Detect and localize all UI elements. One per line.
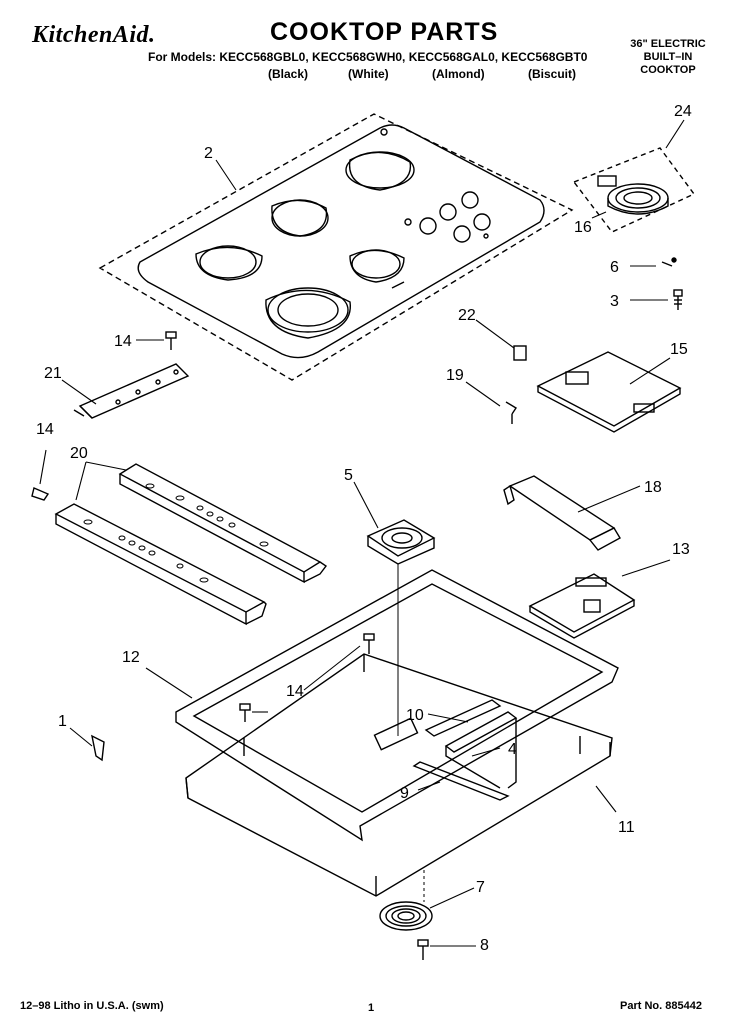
callout-14-left: 14 bbox=[36, 421, 54, 438]
screw-part-3 bbox=[673, 289, 683, 310]
callout-8: 8 bbox=[480, 937, 489, 954]
product-type-line-2: BUILT–IN bbox=[643, 51, 693, 63]
clip-part bbox=[661, 261, 673, 267]
color-almond: (Almond) bbox=[432, 67, 485, 81]
bracket-part-21 bbox=[73, 363, 190, 419]
spacer-part bbox=[513, 345, 527, 361]
callout-4: 4 bbox=[508, 741, 517, 758]
callout-22: 22 bbox=[458, 307, 476, 324]
callout-1: 1 bbox=[58, 713, 67, 730]
callout-12: 12 bbox=[122, 649, 140, 666]
screw-part-19 bbox=[505, 401, 517, 424]
callout-19: 19 bbox=[446, 367, 464, 384]
screw-part-14-left bbox=[31, 487, 50, 501]
footer-litho: 12–98 Litho in U.S.A. (swm) bbox=[20, 1000, 164, 1012]
product-type-line-3: COOKTOP bbox=[640, 64, 696, 76]
callout-3: 3 bbox=[610, 293, 619, 310]
product-type-line-1: 36" ELECTRIC bbox=[630, 38, 706, 50]
fan-part bbox=[366, 519, 436, 736]
surface-element-part bbox=[572, 147, 696, 233]
models-line: For Models: KECC568GBL0, KECC568GWH0, KE… bbox=[148, 50, 588, 64]
bracket-part-9 bbox=[412, 761, 510, 801]
callout-13: 13 bbox=[672, 541, 690, 558]
color-white: (White) bbox=[348, 67, 389, 81]
callout-14-lower: 14 bbox=[286, 683, 304, 700]
rail-part-20 bbox=[54, 463, 328, 626]
circuit-board-part-13 bbox=[528, 573, 636, 639]
chassis-box-part bbox=[175, 569, 619, 897]
callout-20: 20 bbox=[70, 445, 88, 462]
footer-part-number: Part No. 885442 bbox=[620, 1000, 702, 1012]
callout-14-upper: 14 bbox=[114, 333, 132, 350]
footer-page-number: 1 bbox=[368, 1002, 375, 1014]
callout-21: 21 bbox=[44, 365, 62, 382]
clip-part-1 bbox=[91, 734, 105, 762]
callout-2: 2 bbox=[204, 145, 213, 162]
callout-16: 16 bbox=[574, 219, 592, 236]
callout-15: 15 bbox=[670, 341, 688, 358]
bracket-part-10 bbox=[424, 699, 502, 737]
callout-11: 11 bbox=[618, 819, 635, 836]
callout-labels: 2 24 16 6 3 22 19 15 14 21 14 20 5 18 13… bbox=[36, 103, 692, 954]
callout-9: 9 bbox=[400, 785, 409, 802]
ribbon-cable-part bbox=[503, 475, 621, 551]
screw-part-14-upper bbox=[165, 331, 177, 350]
callout-24: 24 bbox=[674, 103, 692, 120]
color-biscuit: (Biscuit) bbox=[528, 67, 576, 81]
page-title: COOKTOP PARTS bbox=[270, 18, 499, 46]
callout-18: 18 bbox=[644, 479, 662, 496]
callout-5: 5 bbox=[344, 467, 353, 484]
color-black: (Black) bbox=[268, 67, 309, 81]
bracket-part-4 bbox=[444, 711, 518, 789]
control-board-part bbox=[536, 351, 682, 433]
screw-part-14-lower bbox=[239, 633, 375, 722]
callout-10: 10 bbox=[406, 707, 424, 724]
brand-logo: KitchenAid. bbox=[32, 22, 156, 48]
screw-part-8 bbox=[417, 939, 429, 960]
grille-part bbox=[379, 870, 433, 931]
callout-6: 6 bbox=[610, 259, 619, 276]
callout-7: 7 bbox=[476, 879, 485, 896]
glass-cooktop-part bbox=[98, 113, 574, 381]
